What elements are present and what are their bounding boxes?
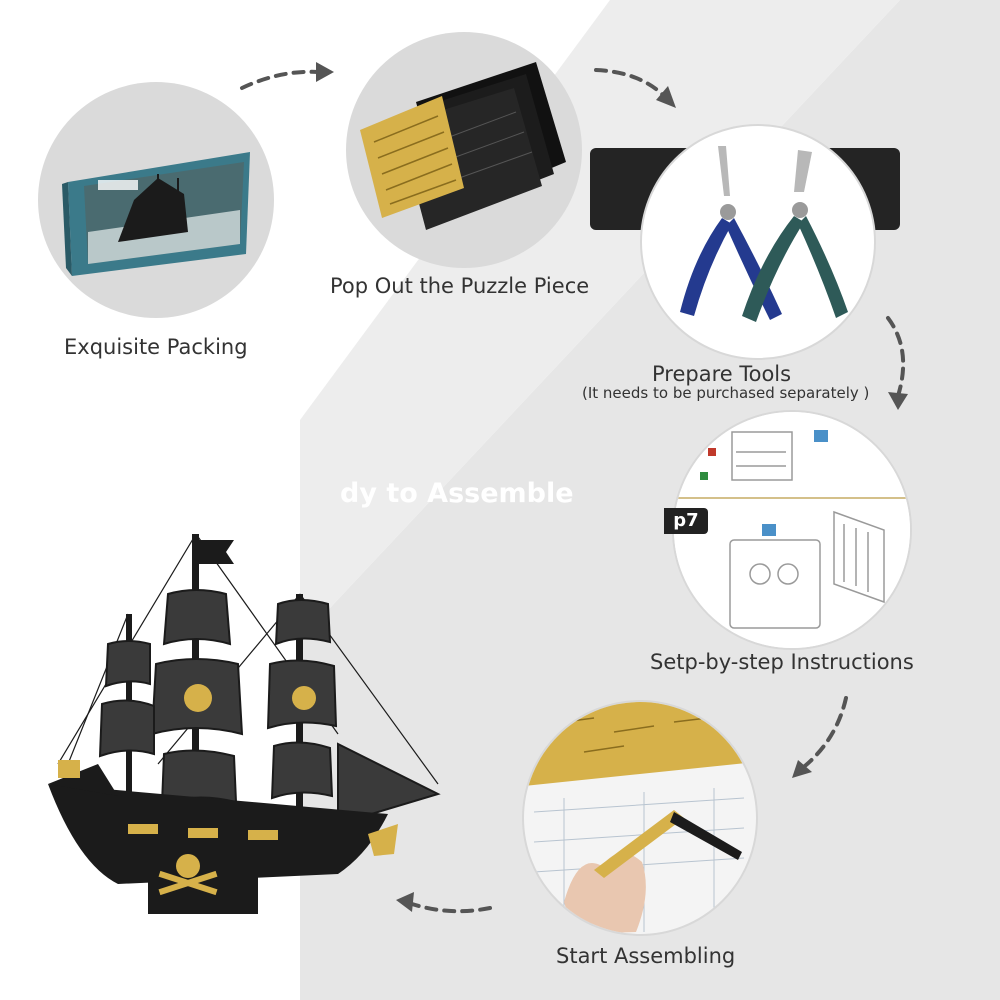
assembling-circle	[522, 700, 758, 936]
box-package-icon	[62, 152, 250, 276]
step-label-instructions: Setp-by-step Instructions	[650, 650, 914, 674]
pliers-icon	[680, 146, 848, 322]
tools-circle	[640, 124, 876, 360]
puzzle-circle	[346, 32, 582, 268]
banner-text: dy to Assemble	[340, 478, 574, 509]
step-label-tools: Prepare Tools	[652, 362, 792, 386]
step-note-tools: (It needs to be purchased separately )	[582, 384, 870, 402]
instructions-circle	[672, 410, 912, 650]
skull-emblem-icon	[184, 684, 212, 712]
marker-icon	[762, 524, 776, 536]
packing-circle	[38, 82, 274, 318]
step-label-packing: Exquisite Packing	[64, 335, 248, 359]
metal-sheets-icon	[360, 62, 566, 230]
marker-icon	[814, 430, 828, 442]
step-callout-badge: p7	[664, 508, 708, 534]
pirate-ship-model	[48, 534, 441, 914]
step-label-assembling: Start Assembling	[556, 944, 736, 968]
hand-assembling-icon	[524, 702, 756, 934]
step-callout-text: p7	[673, 510, 699, 531]
skull-emblem-icon	[292, 686, 316, 710]
crossbones-emblem-icon	[158, 854, 218, 896]
flag-icon	[199, 540, 234, 564]
step-label-puzzle: Pop Out the Puzzle Piece	[330, 274, 590, 298]
instruction-sheet-icon	[674, 412, 910, 648]
